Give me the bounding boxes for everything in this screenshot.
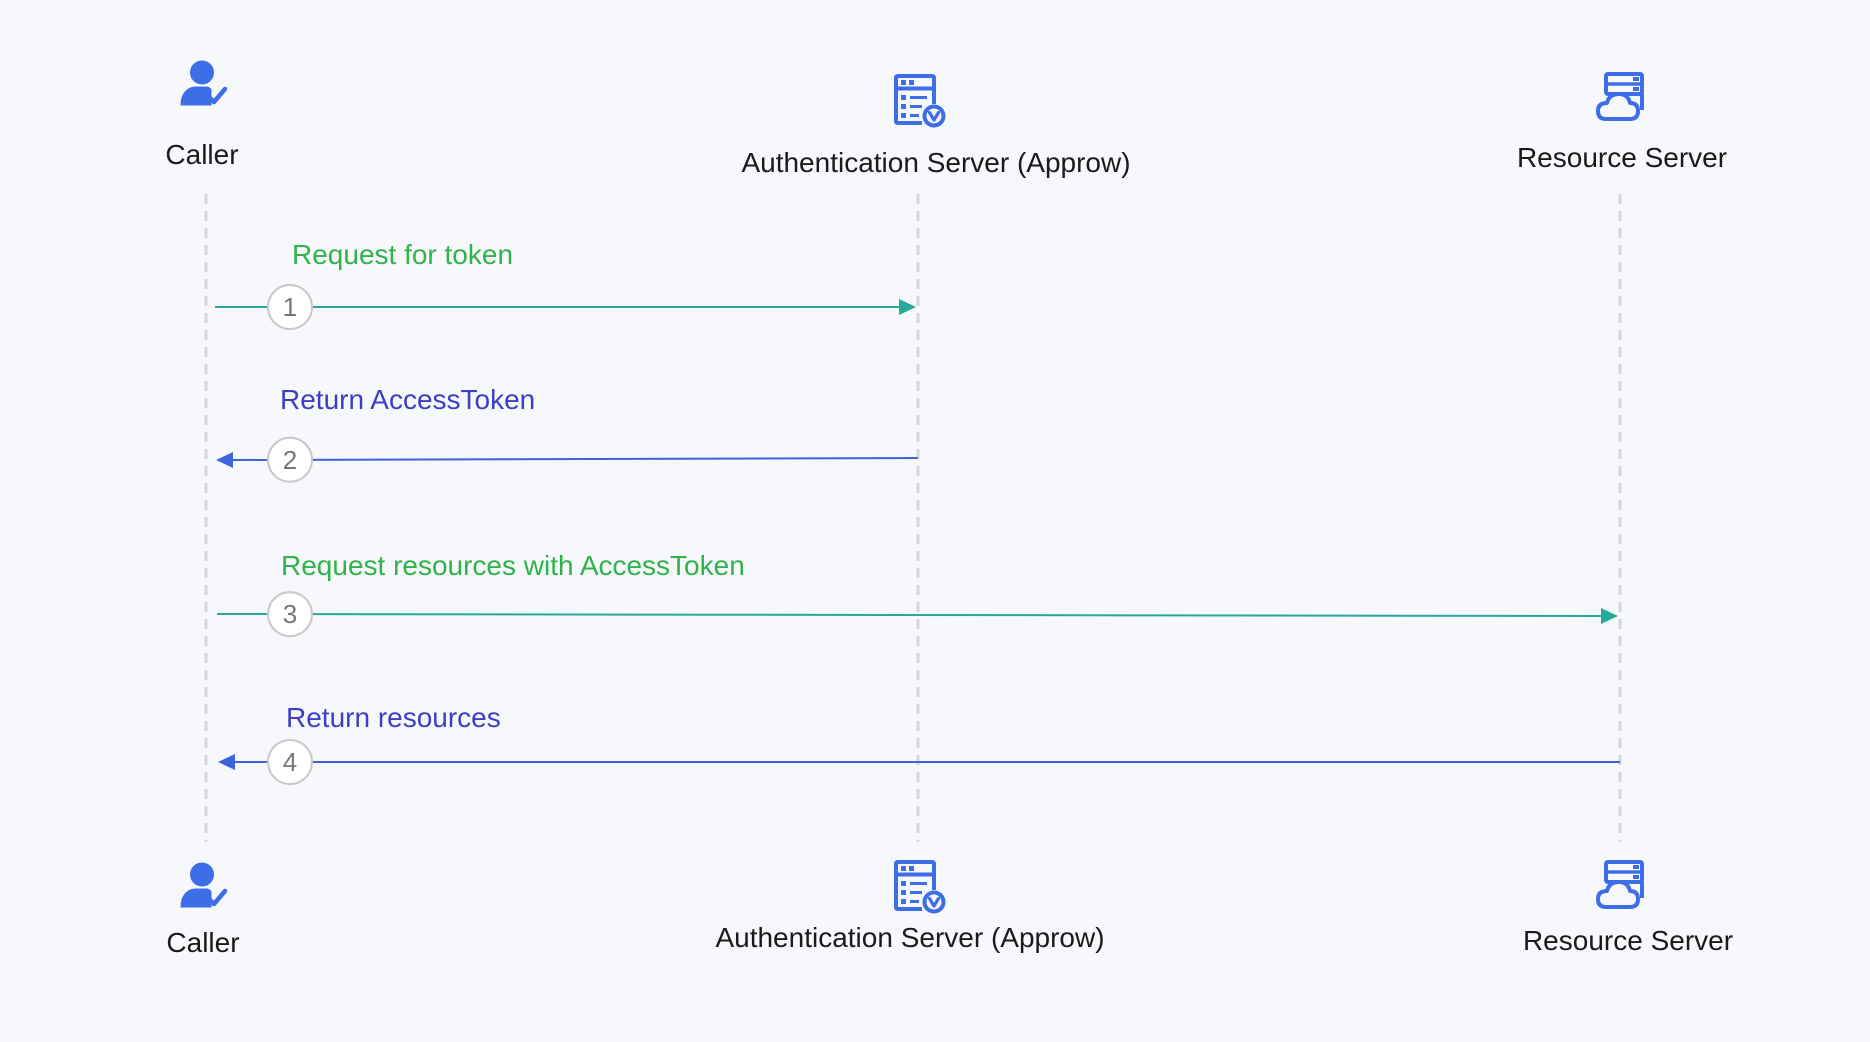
user-check-icon [181, 61, 225, 105]
step-number: 1 [283, 292, 297, 322]
message-label: Return AccessToken [280, 384, 535, 415]
step-badge [267, 739, 313, 785]
server-check-icon [894, 74, 946, 128]
message-4: 4 Return resources [218, 702, 1620, 785]
user-check-icon [181, 863, 225, 907]
actor-label-auth: Authentication Server (Approw) [715, 922, 1104, 953]
message-label: Return resources [286, 702, 501, 733]
actor-label-resource: Resource Server [1523, 925, 1733, 956]
actor-auth-bottom: Authentication Server (Approw) [715, 860, 1105, 953]
step-number: 2 [283, 445, 297, 475]
arrowhead-icon [218, 754, 235, 770]
step-badge [267, 591, 313, 638]
actor-caller-top: Caller [165, 61, 239, 170]
step-badge [267, 436, 313, 483]
arrowhead-icon [899, 299, 916, 315]
server-cloud-icon [1596, 72, 1644, 121]
message-line [216, 613, 1602, 617]
actor-caller-bottom: Caller [166, 863, 240, 958]
actor-label-caller: Caller [166, 927, 239, 958]
actor-label-resource: Resource Server [1517, 142, 1727, 173]
message-2: 2 Return AccessToken [216, 384, 919, 483]
step-number: 3 [283, 599, 297, 629]
server-check-icon [894, 860, 946, 914]
message-label: Request for token [292, 239, 513, 270]
step-number: 4 [283, 747, 297, 777]
actor-resource-top: Resource Server [1517, 72, 1727, 173]
arrowhead-icon [1601, 608, 1618, 624]
actor-label-auth: Authentication Server (Approw) [741, 147, 1130, 178]
server-cloud-icon [1596, 860, 1644, 909]
message-3: 3 Request resources with AccessToken [216, 550, 1618, 638]
message-label: Request resources with AccessToken [281, 550, 745, 581]
actor-resource-bottom: Resource Server [1523, 860, 1733, 956]
actor-label-caller: Caller [165, 139, 238, 170]
message-1: 1 Request for token [215, 239, 916, 330]
actor-auth-top: Authentication Server (Approw) [741, 74, 1131, 178]
arrowhead-icon [216, 452, 233, 468]
message-line [232, 457, 919, 461]
step-badge [267, 284, 313, 330]
